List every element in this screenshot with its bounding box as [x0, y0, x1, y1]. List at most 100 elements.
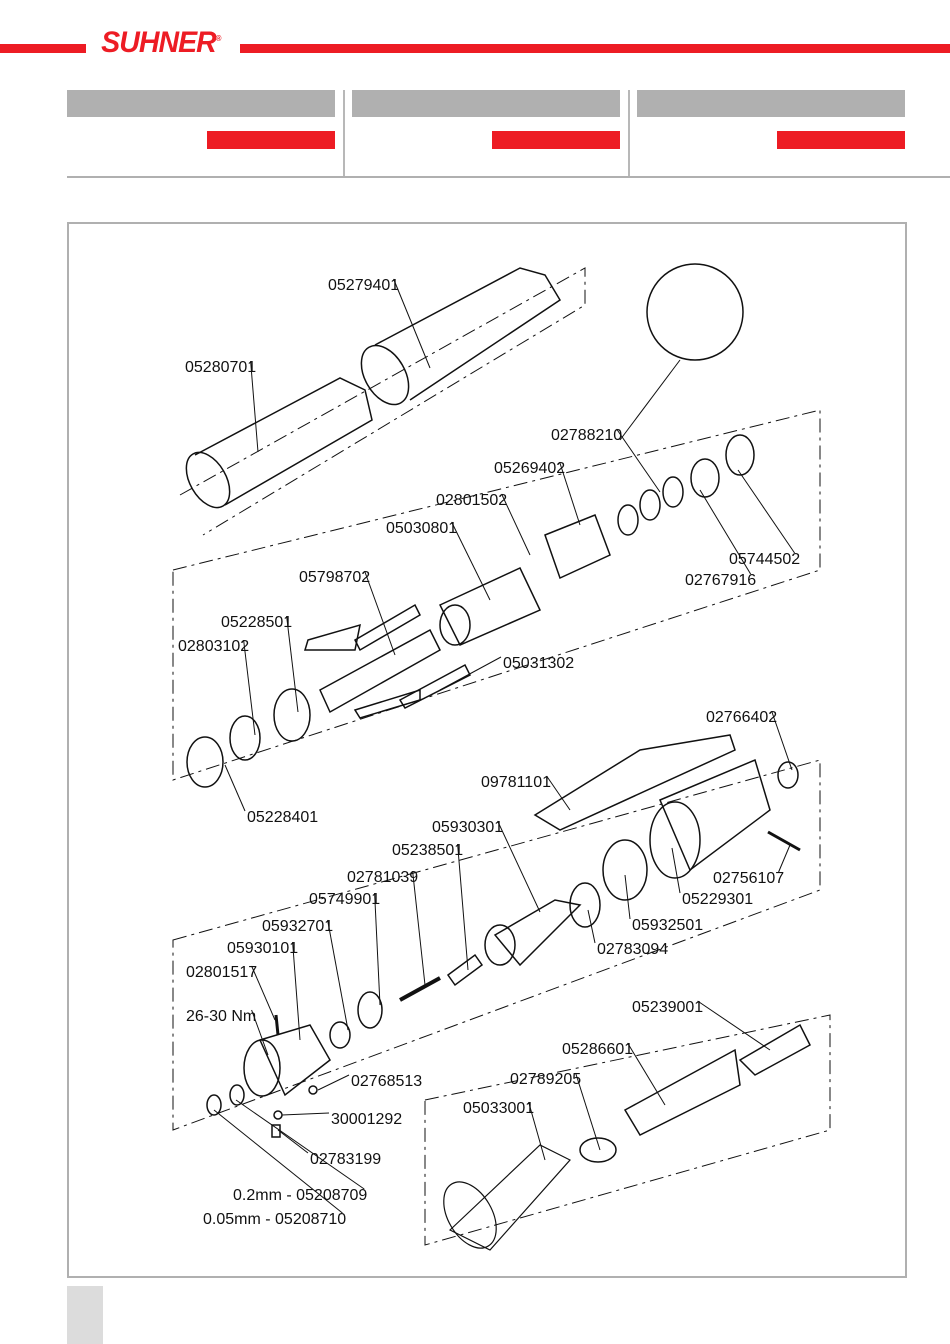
bearing-02803102: [229, 715, 261, 761]
leader-line: [457, 843, 469, 971]
vane-05031302: [398, 663, 472, 709]
leader-line: [251, 1009, 269, 1056]
part-number-label: 05033001: [463, 1100, 534, 1117]
registered-mark: ®: [215, 34, 222, 43]
sleeve-05239001: [738, 1023, 811, 1076]
column-tag-2: [492, 131, 620, 149]
part-number-label: 02756107: [713, 870, 784, 887]
leader-line: [671, 847, 681, 894]
leader-line: [393, 278, 431, 369]
part-number-label: 05749901: [309, 891, 380, 908]
suhner-logo: SUHNER®: [101, 26, 222, 60]
ring-02766402: [777, 761, 799, 789]
vane: [354, 603, 421, 652]
part-number-label: 05239001: [632, 999, 703, 1016]
oring-02783094: [569, 882, 601, 928]
part-number-label: 02789205: [510, 1071, 581, 1088]
part-number-label: 02766402: [706, 709, 777, 726]
valve-end: [484, 924, 516, 966]
leader-line: [575, 1072, 601, 1151]
leader-line: [699, 489, 752, 575]
leader-line: [292, 941, 301, 1041]
part-number-label: 05798702: [299, 569, 370, 586]
part-05269402: [544, 514, 611, 580]
part-number-label: 02788210: [551, 427, 622, 444]
part-number-label: 02801502: [436, 492, 507, 509]
sleeve-tube-05280701: [185, 377, 373, 509]
leader-line: [587, 909, 596, 944]
part-number-label: 05228401: [247, 809, 318, 826]
section-outline: [424, 1014, 831, 1246]
leader-line: [250, 360, 259, 453]
leader-line: [327, 919, 349, 1031]
valve-05930301: [493, 899, 582, 967]
part-number-label: 02783199: [310, 1151, 381, 1168]
hose-05033001: [443, 1144, 571, 1251]
page-number-box: [67, 1286, 103, 1344]
pin-02801517: [274, 1014, 280, 1036]
leader-line: [412, 870, 426, 986]
leader-line: [281, 1112, 330, 1116]
leader-line: [559, 461, 581, 526]
part-number-label: 02803102: [178, 638, 249, 655]
part-number-label: 05932501: [632, 917, 703, 934]
part-number-label: 05930101: [227, 940, 298, 957]
part-number-label: 30001292: [331, 1111, 402, 1128]
head-face: [243, 1039, 281, 1097]
leader-line: [771, 710, 793, 771]
part-number-label: 02767916: [685, 572, 756, 589]
column-divider: [628, 90, 630, 178]
leader-line: [737, 469, 796, 554]
part-number-label: 02801517: [186, 964, 257, 981]
spring-05238501: [446, 953, 484, 987]
part-05744502: [725, 434, 755, 476]
section-outline: [172, 409, 821, 781]
clamp-02789205: [579, 1137, 617, 1163]
detail-callout: [646, 263, 744, 361]
column-tag-3: [777, 131, 905, 149]
part-number-label: 0.05mm - 05208710: [203, 1211, 346, 1228]
pin-02781039: [399, 976, 441, 1002]
column-divider: [343, 90, 345, 178]
part-number-label: 05030801: [386, 520, 457, 537]
shim-05208709: [229, 1084, 245, 1106]
leader-line: [624, 874, 631, 920]
part-number-label: 05238501: [392, 842, 463, 859]
leader-line: [451, 521, 491, 601]
column-header-1: [67, 90, 335, 117]
logo-text: SUHNER: [101, 26, 217, 59]
washer-05932701: [329, 1021, 351, 1049]
lever-09781101: [533, 734, 736, 831]
ball-02768513: [308, 1085, 318, 1095]
part-number-label: 05228501: [221, 614, 292, 631]
leader-line: [235, 1099, 365, 1190]
ring-05228401: [186, 736, 224, 788]
cylinder-end: [439, 604, 471, 646]
leader-line: [213, 1109, 343, 1214]
detail-leader: [619, 359, 681, 441]
leader-line: [439, 656, 502, 691]
housing-05229301: [659, 758, 771, 872]
part-number-label: 05286601: [562, 1041, 633, 1058]
column-header-3: [637, 90, 905, 117]
part-number-label: 02783094: [597, 941, 668, 958]
washer: [639, 489, 661, 521]
diagram-frame: [67, 222, 907, 1278]
part-number-label: 05229301: [682, 891, 753, 908]
part-number-label: 05744502: [729, 551, 800, 568]
housing-tube-05279401: [360, 267, 562, 406]
header-red-bar-left: [0, 44, 86, 53]
leader-line: [277, 1129, 309, 1154]
leader-line: [501, 493, 531, 556]
column-tag-1: [207, 131, 335, 149]
leader-line: [224, 764, 246, 812]
bearing-05228501: [273, 688, 311, 742]
leader-line: [243, 639, 256, 736]
part-number-label: 09781101: [481, 774, 551, 791]
part-number-label: 05932701: [262, 918, 333, 935]
leader-line: [374, 892, 381, 1006]
part-number-label: 0.2mm - 05208709: [233, 1187, 367, 1204]
housing-opening: [649, 801, 701, 879]
shim-05208710: [206, 1094, 222, 1116]
